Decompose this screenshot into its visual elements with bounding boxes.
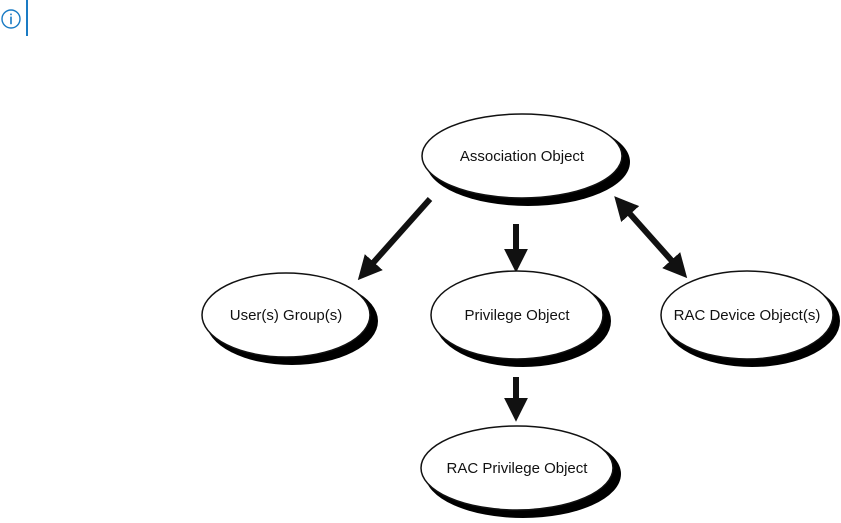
note-divider: [26, 0, 28, 36]
arrow-association-rac-device-bidirectional: [614, 196, 688, 279]
node-rac-privilege-label: RAC Privilege Object: [447, 460, 589, 477]
node-rac-privilege-object: RAC Privilege Object: [420, 425, 621, 518]
node-association-object: Association Object: [421, 113, 630, 206]
node-privilege-label: Privilege Object: [464, 307, 570, 324]
node-users-groups: User(s) Group(s): [201, 272, 378, 365]
node-users-groups-label: User(s) Group(s): [230, 307, 343, 324]
node-privilege-object: Privilege Object: [430, 270, 611, 367]
arrow-association-to-users-groups: [357, 197, 433, 281]
node-rac-device-object: RAC Device Object(s): [660, 270, 840, 367]
node-association-label: Association Object: [460, 148, 585, 165]
info-icon: [1, 9, 21, 29]
node-rac-device-label: RAC Device Object(s): [674, 307, 821, 324]
